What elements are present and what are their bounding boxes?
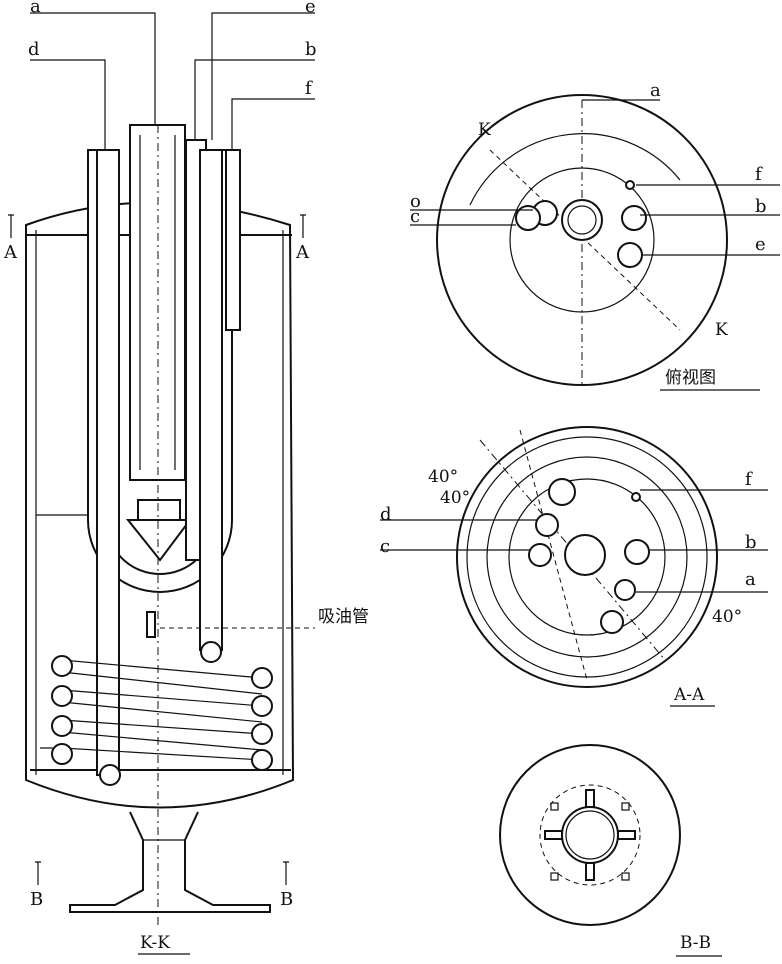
- aa-angle-2: 40°: [440, 488, 470, 508]
- aa-label-a: a: [745, 569, 756, 590]
- section-bb-outline: [499, 744, 681, 926]
- section-aa-outline: [456, 426, 718, 688]
- aa-angle-1: 40°: [428, 467, 458, 487]
- top-label-e: e: [755, 234, 766, 255]
- side-view: a d e b f A A B B 吸油管 K-K: [3, 0, 369, 955]
- label-e: e: [305, 0, 316, 17]
- top-view-outline: [436, 94, 728, 386]
- top-label-a: a: [650, 80, 661, 101]
- heating-coil: [40, 655, 273, 771]
- bb-caption: B-B: [680, 933, 711, 953]
- section-B-right: B: [280, 889, 293, 910]
- pipe-f: [225, 149, 241, 331]
- top-mark-K-top: K: [478, 120, 491, 140]
- top-view-caption: 俯视图: [665, 368, 716, 388]
- aa-angle-3: 40°: [712, 607, 742, 627]
- label-f: f: [305, 78, 313, 99]
- top-label-o: o: [410, 191, 421, 212]
- section-aa: d c f b a 40° 40° 40° A-A: [380, 426, 768, 707]
- label-d: d: [28, 39, 40, 60]
- aa-label-b: b: [745, 532, 757, 553]
- caption-KK: K-K: [140, 933, 170, 953]
- pipe-e: [199, 149, 223, 651]
- aa-caption: A-A: [673, 685, 705, 705]
- top-label-f: f: [755, 164, 763, 185]
- section-B-left: B: [30, 889, 43, 910]
- label-b: b: [305, 39, 317, 60]
- aa-label-c: c: [380, 536, 390, 557]
- section-bb: B-B: [499, 744, 722, 957]
- top-mark-K-bottom: K: [715, 320, 728, 340]
- section-A-right: A: [295, 242, 310, 263]
- aa-label-f: f: [745, 469, 753, 490]
- section-A-left: A: [3, 242, 18, 263]
- suction-pipe-label: 吸油管: [318, 607, 369, 627]
- pipe-d: [96, 149, 120, 776]
- aa-label-d: d: [380, 504, 392, 525]
- top-label-b: b: [755, 196, 767, 217]
- top-label-c: c: [410, 206, 420, 227]
- label-a: a: [30, 0, 41, 17]
- top-view: a o c f b e K K 俯视图: [410, 80, 780, 391]
